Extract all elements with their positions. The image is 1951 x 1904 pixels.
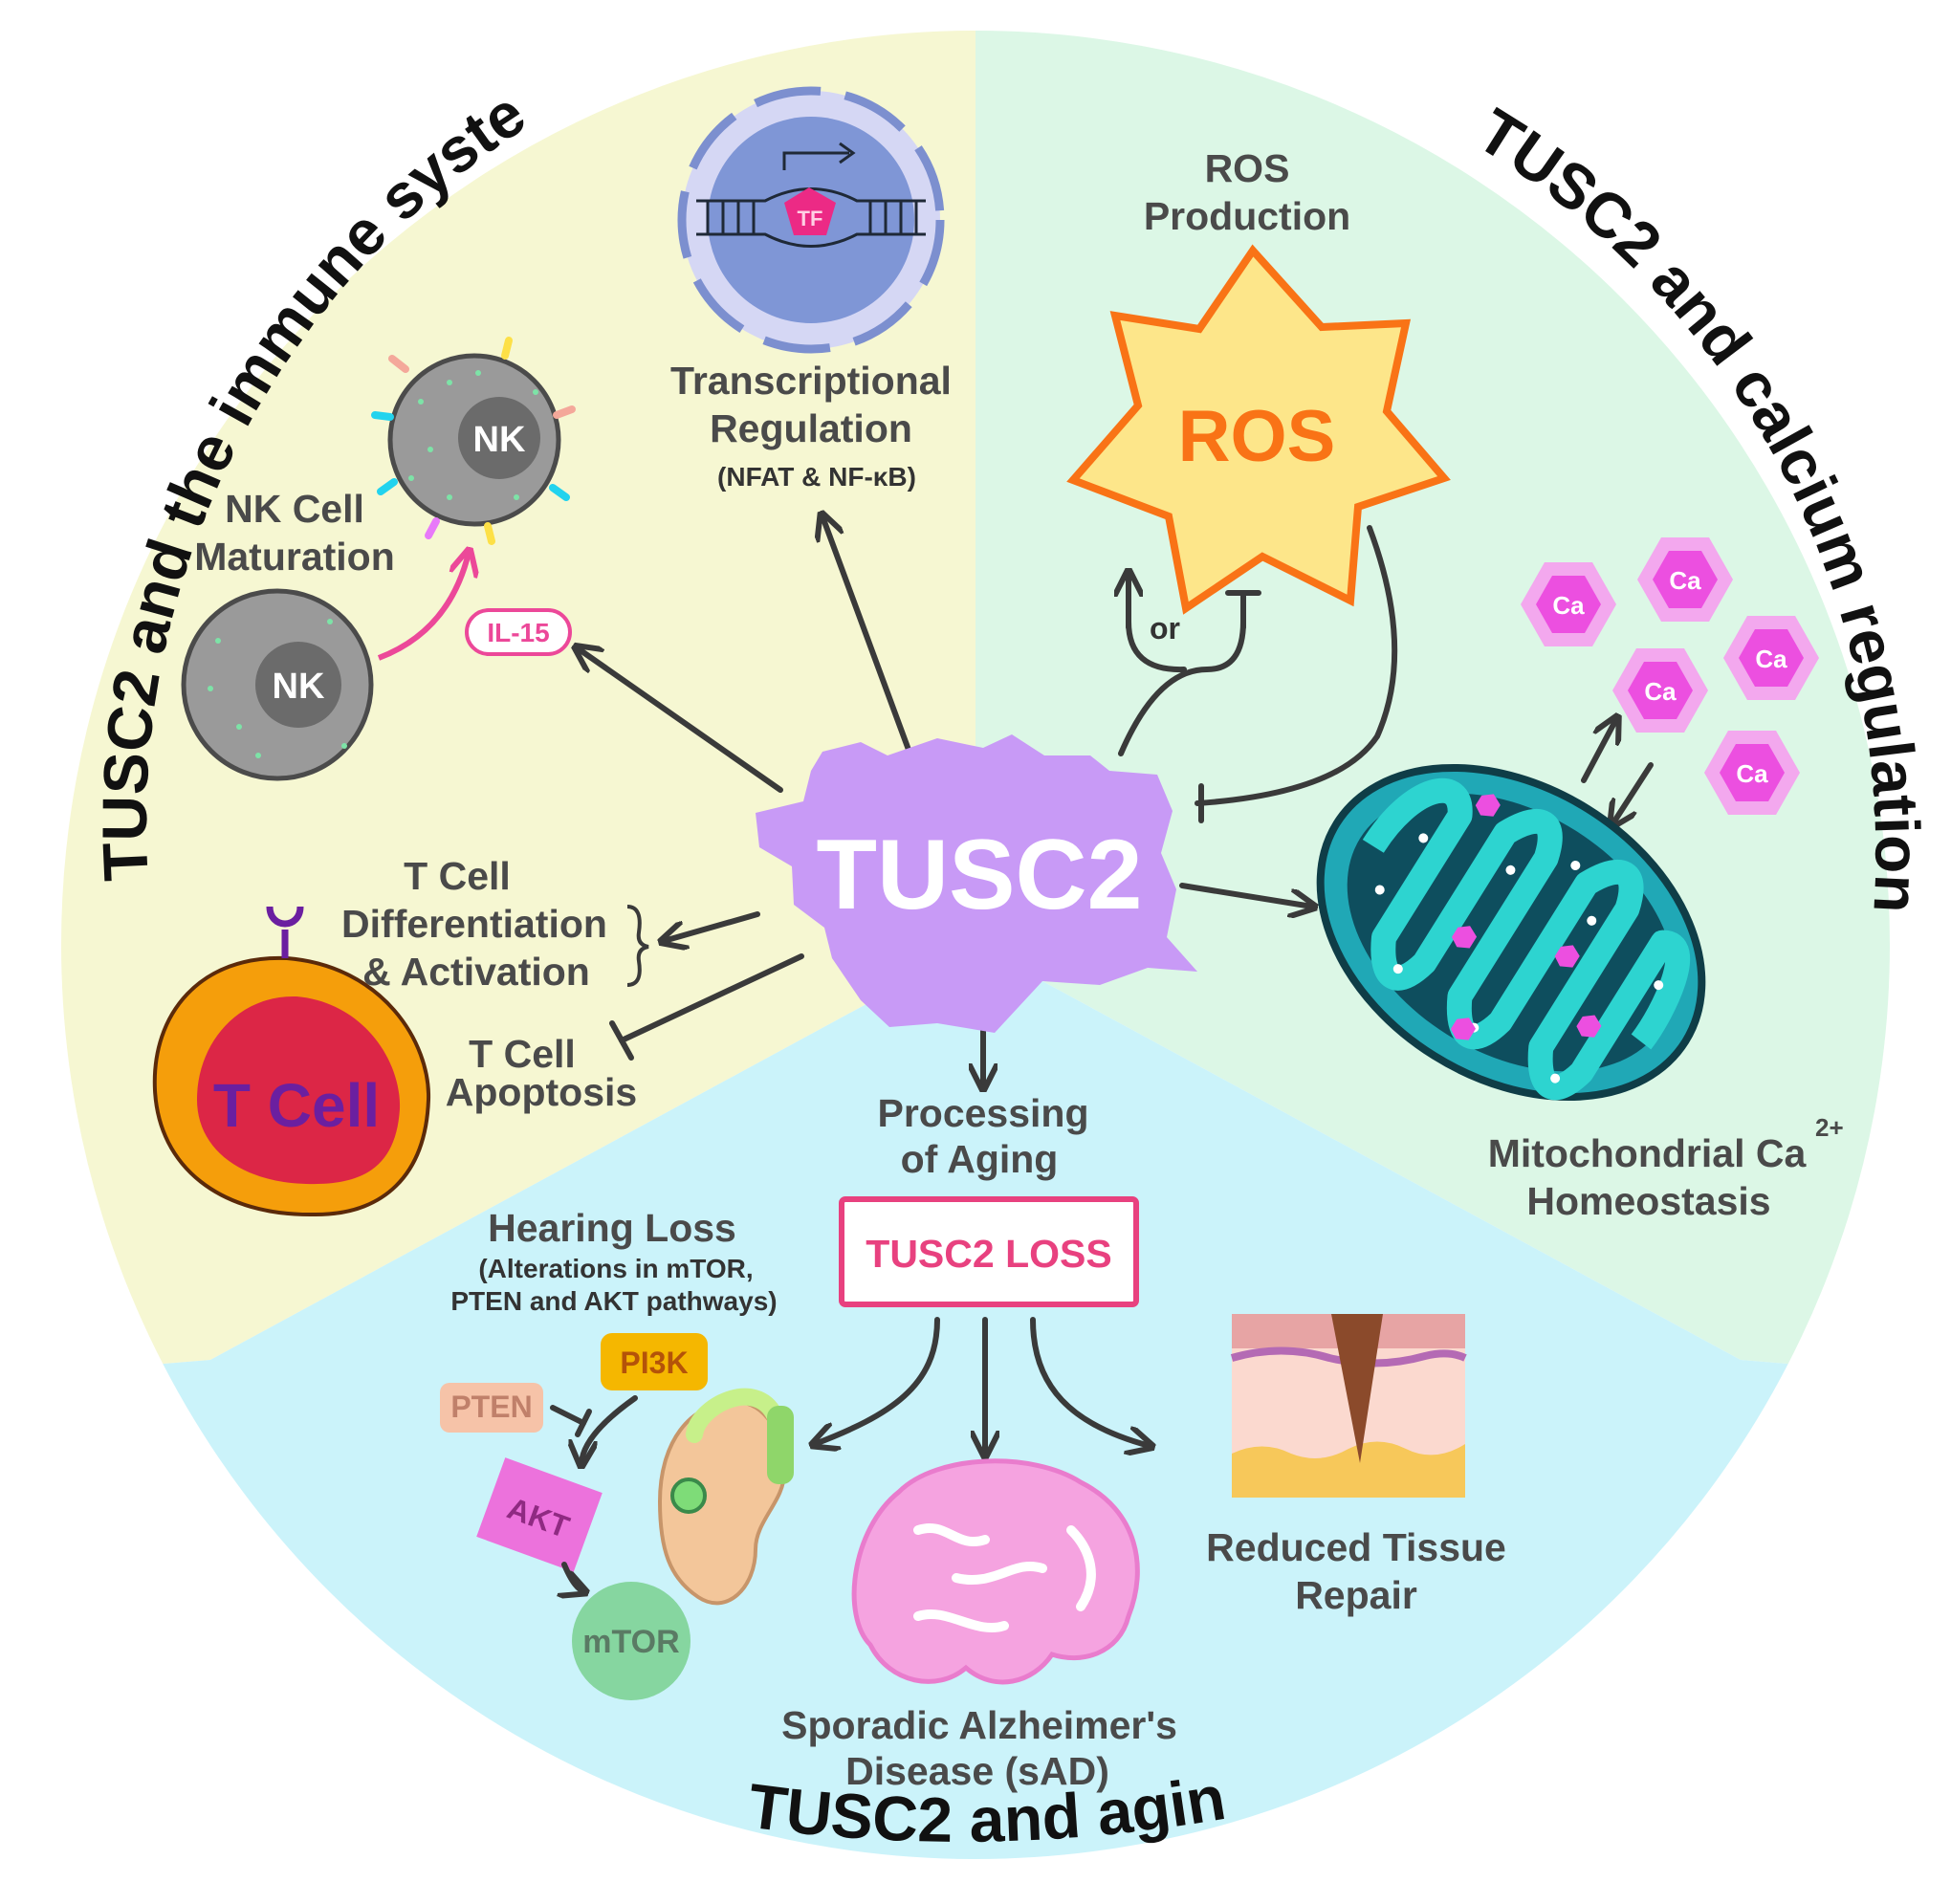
nucleus-icon: TF — [677, 86, 945, 354]
or-label: or — [1150, 611, 1180, 646]
akt-badge: AKT — [476, 1457, 603, 1572]
ros-title-2: Production — [1144, 194, 1350, 238]
processing-label-2: of Aging — [901, 1137, 1059, 1181]
ca-ion-icon: Ca — [1704, 731, 1800, 815]
mtor-badge: mTOR — [572, 1582, 691, 1700]
tcell-diff-label-3: & Activation — [362, 950, 590, 994]
alzheimers-label-2: Disease (sAD) — [845, 1749, 1109, 1793]
svg-text:Ca: Ca — [1644, 677, 1677, 706]
tissue-label: Reduced Tissue — [1206, 1525, 1506, 1569]
ros-title: ROS — [1205, 146, 1290, 190]
tusc2-label: TUSC2 — [817, 820, 1143, 930]
tissue-label-2: Repair — [1295, 1573, 1417, 1617]
ca-ion-icon: Ca — [1612, 648, 1708, 733]
tcell-diff-label-2: Differentiation — [341, 902, 607, 946]
hearing-sub: (Alterations in mTOR, — [478, 1254, 753, 1283]
pten-badge: PTEN — [440, 1383, 543, 1433]
maturation-arrow — [377, 553, 469, 661]
nk-cell-mature: NK — [371, 337, 576, 545]
akt-to-mtor-arrow — [564, 1562, 583, 1591]
dna-icon — [696, 142, 926, 248]
arrow-to-mitochondrion — [1179, 883, 1312, 907]
ear-hearing-aid-icon — [657, 1388, 794, 1606]
mito-label: Mitochondrial Ca — [1488, 1131, 1808, 1175]
hearing-title: Hearing Loss — [488, 1206, 736, 1250]
ros-star-icon: ROS — [1066, 244, 1451, 615]
arrow-to-tcell-diff — [664, 911, 760, 941]
t-cell: T Cell — [152, 906, 431, 1217]
svg-text:PI3K: PI3K — [620, 1346, 688, 1380]
arrow-to-transcription — [822, 516, 911, 753]
transcription-label-2: Regulation — [710, 406, 912, 450]
pi3k-badge: PI3K — [601, 1333, 708, 1390]
tcell-apop-label: T Cell — [469, 1032, 576, 1076]
brace-icon — [626, 905, 649, 987]
ros-or-arrows — [1118, 619, 1246, 756]
transcription-label: Transcriptional — [670, 359, 952, 403]
nk-cell-immature: NK — [181, 588, 374, 781]
nk-maturation-label: NK Cell — [225, 487, 364, 531]
outer-circle — [57, 27, 1894, 1863]
tusc2-node: TUSC2 — [756, 734, 1197, 1033]
processing-label: Processing — [877, 1091, 1088, 1135]
svg-text:Ca: Ca — [1755, 645, 1787, 673]
svg-text:Ca: Ca — [1552, 591, 1585, 620]
tf-pentagon-icon — [784, 187, 836, 235]
tcell-diff-label: T Cell — [404, 854, 511, 898]
mito-label-2: Homeostasis — [1526, 1179, 1770, 1223]
tusc2-loss-box: TUSC2 LOSS — [839, 1196, 1139, 1307]
tcell-receptor-icon — [266, 906, 304, 958]
skin-tissue-icon — [1230, 1314, 1467, 1498]
nk-label-immature: NK — [273, 667, 325, 707]
transcription-sub: (NFAT & NF-κB) — [717, 462, 916, 492]
ca-out-arrow — [1581, 719, 1616, 783]
il15-badge: IL-15 — [465, 608, 572, 656]
arrow-to-hearing — [815, 1317, 940, 1444]
arrow-to-tissue — [1030, 1317, 1150, 1446]
brain-icon — [851, 1458, 1140, 1685]
calcium-ions: Ca Ca Ca Ca Ca — [1521, 537, 1819, 815]
mito-sup: 2+ — [1815, 1113, 1844, 1142]
ca-ion-icon: Ca — [1723, 616, 1819, 700]
svg-text:PTEN: PTEN — [450, 1390, 532, 1424]
tcell-apop-label-2: Apoptosis — [446, 1070, 637, 1114]
arrow-to-il15 — [578, 648, 783, 793]
tcell-label: T Cell — [213, 1071, 380, 1140]
svg-text:TUSC2 LOSS: TUSC2 LOSS — [866, 1232, 1111, 1276]
pi3k-to-akt-arrow — [581, 1395, 638, 1463]
hearing-sub-2: PTEN and AKT pathways) — [450, 1286, 777, 1316]
ros-label: ROS — [1178, 396, 1336, 477]
svg-text:mTOR: mTOR — [582, 1624, 679, 1660]
arrow-inhibit-tcell-apop — [619, 953, 804, 1043]
ca-ion-icon: Ca — [1637, 537, 1733, 622]
nk-maturation-label-2: Maturation — [194, 535, 395, 579]
aging-sector — [59, 945, 1892, 1861]
svg-text:IL-15: IL-15 — [487, 618, 549, 647]
nk-label-mature: NK — [473, 420, 526, 460]
ca-in-arrow — [1612, 762, 1654, 824]
ros-inhibit-arrow — [1195, 525, 1398, 806]
svg-text:Ca: Ca — [1669, 566, 1701, 595]
svg-text:Ca: Ca — [1736, 759, 1768, 788]
pten-inhibit-arrow — [550, 1405, 586, 1426]
tf-label: TF — [798, 207, 823, 230]
alzheimers-label: Sporadic Alzheimer's — [781, 1703, 1177, 1747]
mitochondrion-icon — [1316, 763, 1706, 1102]
ca-ion-icon: Ca — [1521, 562, 1616, 646]
